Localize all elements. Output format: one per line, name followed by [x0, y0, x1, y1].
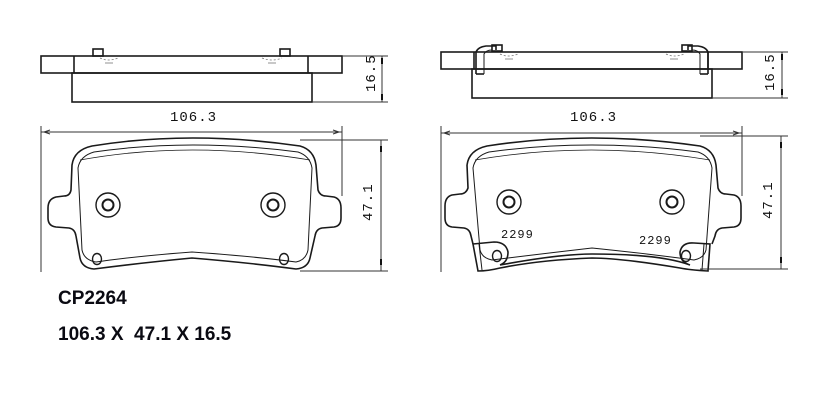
- product-dimensions: 106.3 X 47.1 X 16.5: [58, 324, 232, 345]
- left-width-label: 106.3: [170, 110, 217, 126]
- left-front-view: [47, 137, 342, 270]
- right-thickness-dimension: [712, 51, 788, 99]
- right-thickness-label: 16.5: [763, 53, 779, 91]
- part-number: CP2264: [58, 288, 127, 309]
- left-width-dimension: [40, 126, 343, 272]
- part-marking-left: 2299: [501, 228, 534, 242]
- product-info: CP2264 106.3 X 47.1 X 16.5: [58, 286, 231, 348]
- left-thickness-dimension: [312, 55, 388, 103]
- right-side-view: [440, 44, 743, 99]
- right-height-dimension: [700, 135, 788, 270]
- left-height-dimension: [300, 139, 388, 272]
- part-marking-right: 2299: [639, 234, 672, 248]
- left-side-view: [40, 48, 343, 103]
- right-width-dimension: [440, 126, 743, 272]
- left-thickness-label: 16.5: [364, 54, 380, 92]
- left-height-label: 47.1: [361, 183, 377, 221]
- right-front-view: [444, 137, 742, 272]
- right-height-label: 47.1: [761, 181, 777, 219]
- right-width-label: 106.3: [570, 110, 617, 126]
